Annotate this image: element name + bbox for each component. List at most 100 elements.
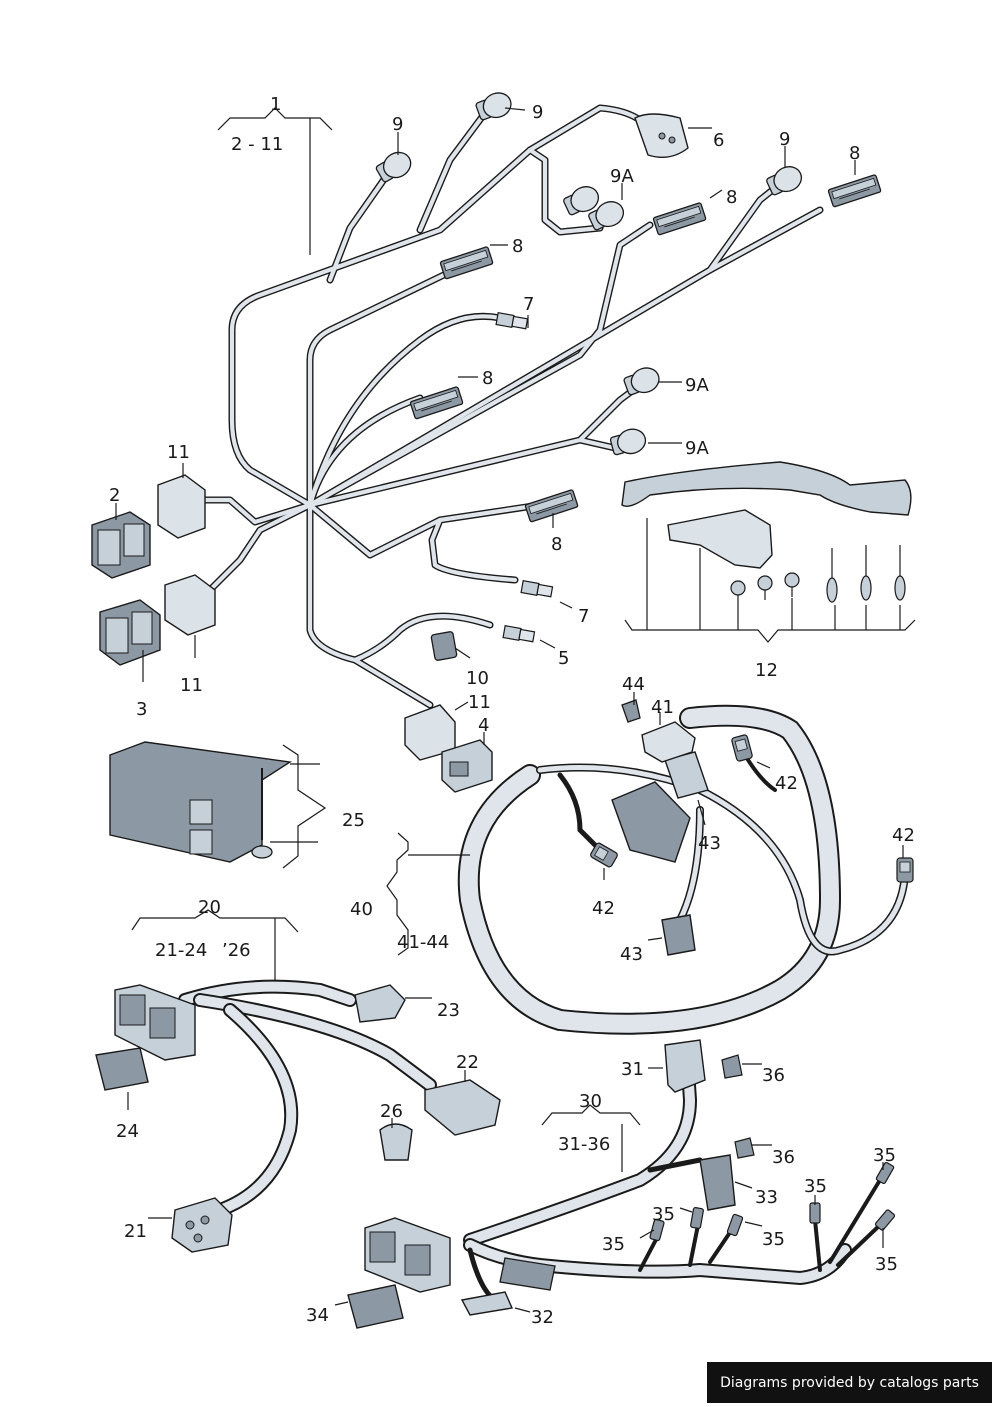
label-21: 21 xyxy=(124,1221,147,1242)
label-43-b: 43 xyxy=(620,944,643,965)
connector-3 xyxy=(99,599,161,666)
label-40: 40 xyxy=(350,899,373,920)
label-30: 30 xyxy=(579,1091,602,1112)
cap-9a-upper xyxy=(560,181,629,235)
label-11-a: 11 xyxy=(167,442,190,463)
label-2-11: 2 - 11 xyxy=(231,134,283,155)
label-9-b: 9 xyxy=(532,102,543,123)
connector-8-b xyxy=(652,201,707,236)
bracket-11-a xyxy=(157,474,206,539)
part-10 xyxy=(430,631,458,661)
harness-40-wires xyxy=(457,704,909,1035)
part-30-relay-block xyxy=(364,1217,451,1293)
label-26-suffix: ’26 xyxy=(222,940,251,961)
label-35-d: 35 xyxy=(602,1234,625,1255)
label-22: 22 xyxy=(456,1052,479,1073)
label-36-b: 36 xyxy=(772,1147,795,1168)
connector-8-d xyxy=(409,385,464,420)
label-8-b: 8 xyxy=(726,187,737,208)
label-1: 1 xyxy=(270,94,281,115)
part-25-plate xyxy=(109,741,292,863)
label-44: 44 xyxy=(622,674,645,695)
harness-20-wires xyxy=(178,979,437,1217)
part-41-sensor xyxy=(641,721,696,763)
label-23: 23 xyxy=(437,1000,460,1021)
connector-2 xyxy=(91,511,151,579)
label-9-a: 9 xyxy=(392,114,403,135)
leader-lines xyxy=(115,107,916,1313)
label-2: 2 xyxy=(109,485,120,506)
label-9a-3: 9A xyxy=(685,438,709,459)
part-31-connector xyxy=(664,1039,706,1093)
part-43-sleeve xyxy=(611,781,691,863)
label-35-c: 35 xyxy=(652,1204,675,1225)
label-26: 26 xyxy=(380,1101,403,1122)
cap-9-top xyxy=(473,88,516,124)
connector-8-e xyxy=(524,488,579,523)
label-10: 10 xyxy=(466,668,489,689)
part-43-connector-bottom xyxy=(661,914,696,956)
label-8-d: 8 xyxy=(482,368,493,389)
part-24-relay xyxy=(95,1047,149,1091)
part-12-bracket xyxy=(621,461,912,605)
label-8-a: 8 xyxy=(849,143,860,164)
part-30-sleeve xyxy=(499,1257,556,1291)
part-34-relay xyxy=(347,1284,404,1329)
label-24: 24 xyxy=(116,1121,139,1142)
cap-9a-mid xyxy=(621,363,664,399)
label-42-b: 42 xyxy=(892,825,915,846)
label-41: 41 xyxy=(651,697,674,718)
connector-4 xyxy=(441,739,493,793)
part-42-c xyxy=(896,857,914,883)
label-21-24: 21-24 xyxy=(155,940,207,961)
label-6: 6 xyxy=(713,130,724,151)
part-32-connector xyxy=(460,1291,514,1316)
label-31: 31 xyxy=(621,1059,644,1080)
callout-labels: 1 2 - 11 9 9 9 9A 6 8 8 8 7 8 9A 9A 11 2… xyxy=(109,94,915,1328)
connector-8-a xyxy=(439,245,494,280)
label-11-c: 11 xyxy=(468,692,491,713)
label-33: 33 xyxy=(755,1187,778,1208)
label-11-b: 11 xyxy=(180,675,203,696)
label-8-c: 8 xyxy=(512,236,523,257)
label-9a-2: 9A xyxy=(685,375,709,396)
label-43-a: 43 xyxy=(698,833,721,854)
part-42-a xyxy=(730,733,754,763)
part-36-clip-b xyxy=(734,1137,755,1159)
label-34: 34 xyxy=(306,1305,329,1326)
cap-9a-low xyxy=(608,425,649,459)
part-23-connector xyxy=(354,984,406,1023)
connector-6 xyxy=(634,113,689,158)
label-25: 25 xyxy=(342,810,365,831)
label-9-c: 9 xyxy=(779,129,790,150)
part-33-connector xyxy=(699,1154,736,1211)
label-12: 12 xyxy=(755,660,778,681)
part-21-connector xyxy=(171,1197,233,1253)
label-42-a: 42 xyxy=(775,773,798,794)
label-35-e: 35 xyxy=(762,1229,785,1250)
label-35-b: 35 xyxy=(804,1176,827,1197)
part-44-clip xyxy=(621,699,641,723)
part-20-relay-block xyxy=(114,984,196,1061)
label-42-c: 42 xyxy=(592,898,615,919)
connector-8-c xyxy=(827,173,882,208)
label-9a-1: 9A xyxy=(610,166,634,187)
bracket-11-b xyxy=(164,574,216,636)
connector-7-top xyxy=(495,312,529,331)
part-26-clip xyxy=(379,1123,413,1161)
label-36-a: 36 xyxy=(762,1065,785,1086)
connector-7-bottom xyxy=(520,580,554,599)
label-20: 20 xyxy=(198,897,221,918)
label-35-a: 35 xyxy=(873,1145,896,1166)
label-32: 32 xyxy=(531,1307,554,1328)
label-41-44: 41-44 xyxy=(397,932,449,953)
part-35-connectors xyxy=(649,1161,896,1242)
label-7-b: 7 xyxy=(578,606,589,627)
connector-5 xyxy=(502,625,536,644)
label-31-36: 31-36 xyxy=(558,1134,610,1155)
label-4: 4 xyxy=(478,715,489,736)
label-35-f: 35 xyxy=(875,1254,898,1275)
part-36-clip-a xyxy=(721,1054,743,1079)
